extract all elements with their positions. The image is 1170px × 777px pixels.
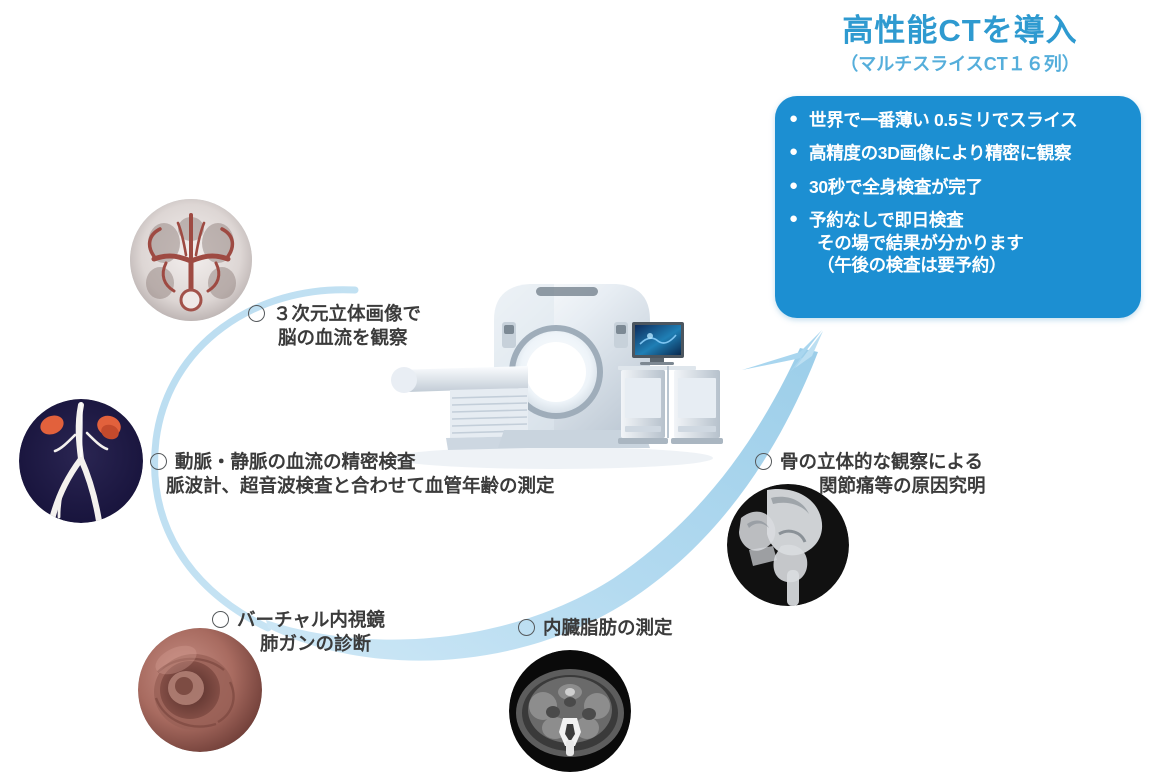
feature-list: 世界で一番薄い 0.5ミリでスライス 高精度の3D画像により精密に観察 30秒で… [775,96,1141,276]
brain-ct-angiography-image [130,199,252,321]
feature-text: 30秒で全身検査が完了 [809,176,983,197]
virtual-endoscopy-image [138,628,262,752]
callout-brain: ３次元立体画像で 脳の血流を観察 [248,302,421,351]
ct-scanner-illustration [391,284,723,469]
callout-line1: ３次元立体画像で [273,303,422,324]
feature-text: 高精度の3D画像により精密に観察 [809,143,1072,164]
feature-item: 高精度の3D画像により精密に観察 [789,142,1131,164]
aorta-angiography-image [19,399,143,523]
callout-fat: 内臓脂肪の測定 [518,616,673,640]
abdominal-ct-slice-image [509,650,631,772]
feature-text: 予約なしで即日検査 [809,210,964,231]
callout-line1: 動脈・静脈の血流の精密検査 [175,451,416,472]
circle-bullet-icon [150,453,167,470]
hip-bone-3d-ct-image [727,484,849,606]
circle-bullet-icon [212,611,229,628]
feature-item: 世界で一番薄い 0.5ミリでスライス [789,109,1131,131]
callout-line1: バーチャル内視鏡 [237,609,385,630]
feature-text: 世界で一番薄い 0.5ミリでスライス [809,110,1078,130]
feature-item: 30秒で全身検査が完了 [789,176,1131,198]
callout-bone: 骨の立体的な観察による 関節痛等の原因究明 [755,450,986,499]
feature-subtext: その場で結果が分かります [817,232,1024,253]
callout-line1: 骨の立体的な観察による [780,451,983,472]
feature-box: 世界で一番薄い 0.5ミリでスライス 高精度の3D画像により精密に観察 30秒で… [775,96,1141,318]
circle-bullet-icon [518,619,535,636]
page-title: 高性能CTを導入 [842,13,1078,48]
callout-endoscope: バーチャル内視鏡 肺ガンの診断 [212,608,385,657]
circle-bullet-icon [755,453,772,470]
feature-subtext: （午後の検査は要予約） [817,254,1007,275]
callout-line2: 関節痛等の原因究明 [819,475,986,497]
callout-line2: 脳の血流を観察 [278,327,408,349]
page-subtitle: （マルチスライスCT１６列） [840,54,1080,74]
callout-vessel: 動脈・静脈の血流の精密検査 脈波計、超音波検査と合わせて血管年齢の測定 [150,450,555,499]
circle-bullet-icon [248,305,265,322]
callout-line2: 肺ガンの診断 [260,633,372,655]
callout-line1: 内臓脂肪の測定 [543,617,673,638]
callout-line2: 脈波計、超音波検査と合わせて血管年齢の測定 [166,475,555,497]
feature-item: 予約なしで即日検査 その場で結果が分かります （午後の検査は要予約） [789,209,1131,276]
